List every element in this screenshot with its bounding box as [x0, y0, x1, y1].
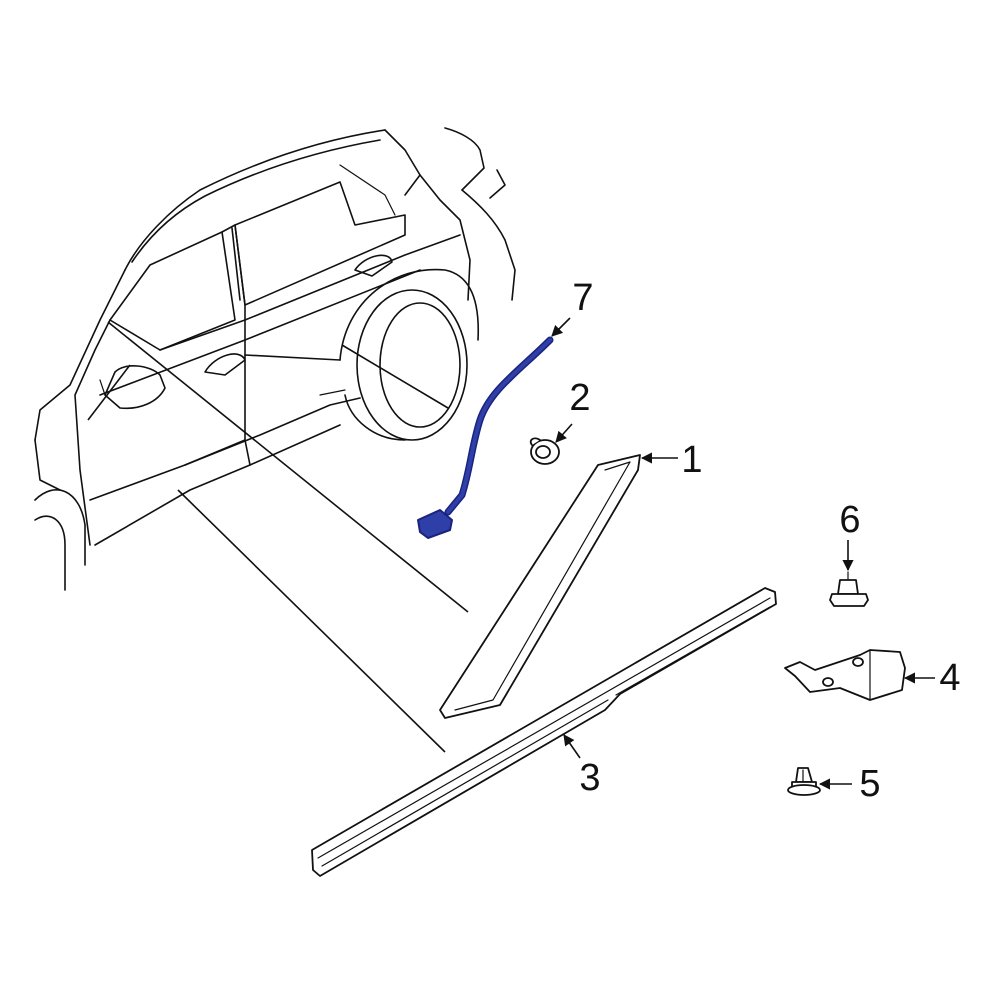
locator-lines: [87, 321, 469, 753]
callout-7: 7: [572, 277, 593, 319]
callout-1: 1: [681, 439, 702, 481]
callout-arrows: [551, 317, 935, 790]
callout-3: 3: [579, 757, 600, 799]
part-3-sill-molding[interactable]: [311, 587, 777, 877]
part-2-clip[interactable]: [529, 437, 560, 465]
callout-6: 6: [839, 499, 860, 541]
callout-5: 5: [859, 763, 880, 805]
part-7-highlighted[interactable]: [417, 336, 554, 539]
part-5-push-pin[interactable]: [787, 767, 821, 796]
part-6-nut[interactable]: [829, 571, 869, 607]
part-4-bracket[interactable]: [784, 649, 906, 701]
callout-4: 4: [939, 657, 960, 699]
part-1-molding[interactable]: [439, 454, 641, 719]
callout-2: 2: [569, 377, 590, 419]
vehicle-outline: [34, 127, 516, 591]
